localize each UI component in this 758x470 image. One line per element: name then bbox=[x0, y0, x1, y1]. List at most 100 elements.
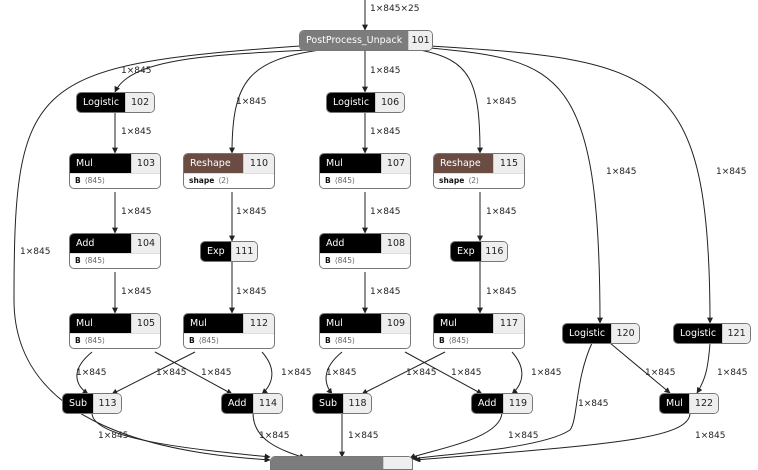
edge-label: 1×845 bbox=[578, 399, 609, 409]
node-index: 118 bbox=[343, 394, 371, 413]
attr-value: ⟨2⟩ bbox=[468, 176, 479, 185]
edge-label: 1×845 bbox=[201, 368, 232, 378]
node-index: 113 bbox=[93, 394, 121, 413]
node-index bbox=[383, 457, 412, 469]
edge-121-122 bbox=[696, 342, 711, 394]
attr-name: shape bbox=[439, 176, 465, 185]
node-op: Exp bbox=[201, 242, 231, 261]
edge-label: 1×845 bbox=[281, 368, 312, 378]
node-index: 121 bbox=[722, 324, 750, 343]
node-output-partial[interactable] bbox=[270, 456, 413, 470]
edge-109-119 bbox=[404, 351, 483, 395]
attr-name: B bbox=[439, 336, 445, 345]
edge-label: 1×845 bbox=[695, 431, 726, 441]
edge-101-120 bbox=[429, 47, 603, 324]
attr-name: B bbox=[75, 336, 81, 345]
node-op: Add bbox=[320, 234, 381, 253]
edge-label: 1×845 bbox=[606, 167, 637, 177]
attr-value: ⟨2⟩ bbox=[218, 176, 229, 185]
attr-value: ⟨845⟩ bbox=[448, 336, 469, 345]
edge-101-115 bbox=[419, 49, 483, 154]
node-op: Exp bbox=[451, 242, 481, 261]
attr-value: ⟨845⟩ bbox=[198, 336, 219, 345]
edge-label: 1×845 bbox=[716, 167, 747, 177]
attr-value: ⟨845⟩ bbox=[334, 176, 355, 185]
node-op bbox=[271, 457, 383, 469]
attr-value: ⟨845⟩ bbox=[84, 176, 105, 185]
node-index: 117 bbox=[493, 314, 524, 333]
node-op: Sub bbox=[313, 394, 344, 413]
edge-label: 1×845 bbox=[326, 368, 357, 378]
edge-label: 1×845 bbox=[486, 97, 517, 107]
edge-120-122 bbox=[609, 342, 671, 394]
attr-name: B bbox=[325, 256, 331, 265]
node-op: Add bbox=[472, 394, 503, 413]
edge-label: 1×845 bbox=[508, 431, 539, 441]
edge-label: 1×845 bbox=[531, 368, 562, 378]
node-op: Logistic bbox=[77, 93, 126, 112]
attr-name: B bbox=[75, 256, 81, 265]
node-op: Mul bbox=[434, 314, 493, 333]
node-index: 105 bbox=[131, 314, 160, 333]
node-index: 110 bbox=[243, 154, 274, 173]
node-index: 112 bbox=[243, 314, 274, 333]
attr-name: B bbox=[189, 336, 195, 345]
node-op: Mul bbox=[320, 314, 381, 333]
edge-101-121 bbox=[429, 45, 713, 324]
edge-117-119 bbox=[511, 351, 523, 395]
edge-label: 1×845 bbox=[406, 368, 437, 378]
edge-101-110 bbox=[229, 49, 321, 154]
node-op: Mul bbox=[70, 314, 131, 333]
node-index: 102 bbox=[125, 93, 154, 112]
edge-label: 1×845 bbox=[486, 207, 517, 217]
edge-label: 1×845 bbox=[451, 368, 482, 378]
edge-label: 1×845 bbox=[236, 207, 267, 217]
node-index: 103 bbox=[131, 154, 160, 173]
node-index: 111 bbox=[230, 242, 257, 261]
node-index: 119 bbox=[503, 394, 532, 413]
attr-name: B bbox=[325, 336, 331, 345]
node-op: Mul bbox=[184, 314, 243, 333]
edge-label: 1×845 bbox=[717, 368, 748, 378]
edge-109-118 bbox=[325, 351, 343, 395]
edge-105-113 bbox=[76, 351, 93, 395]
edge-label: 1×845 bbox=[645, 368, 676, 378]
attr-name: B bbox=[325, 176, 331, 185]
node-index: 106 bbox=[375, 93, 404, 112]
attr-value: ⟨845⟩ bbox=[84, 256, 105, 265]
node-op: Mul bbox=[70, 154, 131, 173]
edge-112-114 bbox=[261, 351, 273, 395]
attr-name: B bbox=[75, 176, 81, 185]
node-index: 120 bbox=[611, 324, 639, 343]
attr-value: ⟨845⟩ bbox=[334, 336, 355, 345]
edge-label: 1×845 bbox=[98, 431, 129, 441]
node-op: PostProcess_Unpack bbox=[300, 31, 409, 50]
node-op: Sub bbox=[63, 394, 94, 413]
edge-114-out bbox=[252, 412, 306, 460]
node-op: Mul bbox=[320, 154, 381, 173]
node-index: 122 bbox=[689, 394, 718, 413]
